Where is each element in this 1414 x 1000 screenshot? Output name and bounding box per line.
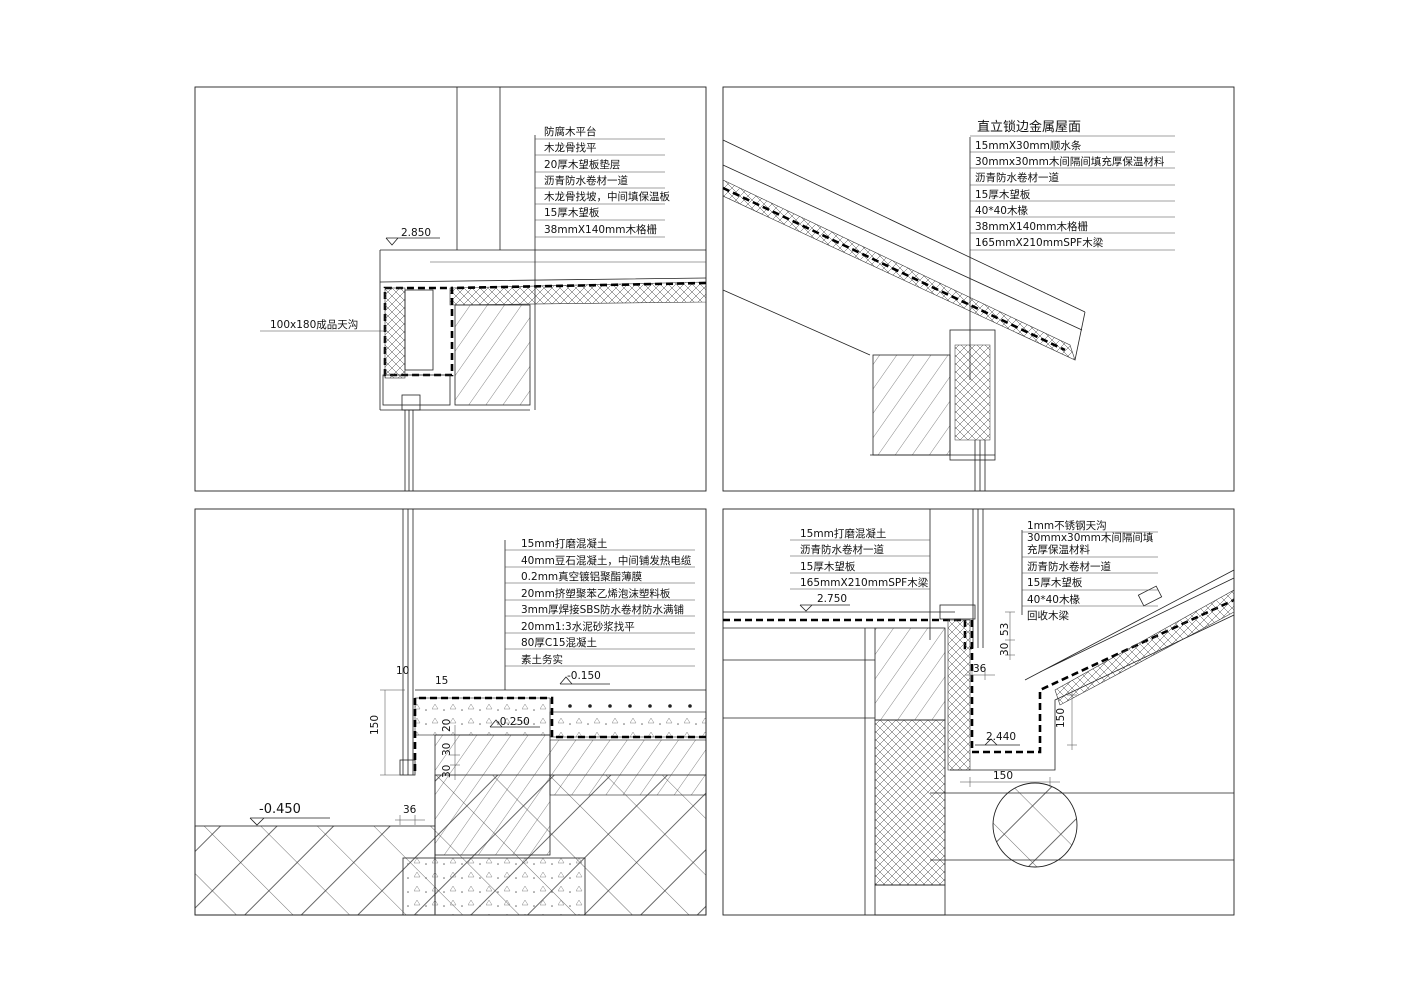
layer-label: 15厚木望板: [800, 560, 856, 573]
top-left-layer-list: 防腐木平台 木龙骨找平 20厚木望板垫层 沥青防水卷材一道 木龙骨找坡，中间填保…: [535, 125, 670, 238]
bottom-left-detail: 15mm打磨混凝土 40mm豆石混凝土，中间铺发热电缆 0.2mm真空镀铝聚酯薄…: [194, 509, 707, 916]
layer-label: 165mmX210mmSPF木梁: [975, 236, 1104, 249]
top-right-layer-list: 15mmX30mm顺水条 30mmx30mm木间隔间填充厚保温材料 沥青防水卷材…: [970, 135, 1175, 251]
layer-label: 回收木梁: [1027, 609, 1069, 622]
dim-label: 10: [396, 665, 409, 677]
dim-label: 36: [973, 663, 987, 675]
level-label: 2.750: [817, 593, 847, 605]
dim-label: 30: [441, 743, 453, 756]
layer-label: 沥青防水卷材一道: [1027, 560, 1111, 573]
layer-label: 40mm豆石混凝土，中间铺发热电缆: [521, 554, 692, 567]
layer-label: 15mm打磨混凝土: [521, 537, 607, 550]
level-label: 2.850: [401, 227, 431, 239]
panel-frame-top-right: [722, 86, 1235, 492]
layer-label: 防腐木平台: [544, 125, 597, 138]
layer-label: 38mmX140mm木格栅: [975, 220, 1089, 233]
layer-label: 15mm打磨混凝土: [800, 527, 886, 540]
dim-label: 150: [993, 770, 1013, 782]
level-label: -0.250: [496, 716, 530, 728]
layer-label: 木龙骨找坡，中间填保温板: [544, 190, 670, 203]
layer-label: 沥青防水卷材一道: [975, 171, 1059, 184]
dim-label: 20: [441, 719, 453, 732]
layer-label: 沥青防水卷材一道: [800, 543, 884, 556]
dim-label: 30: [441, 765, 453, 778]
level-label: -0.450: [259, 802, 301, 817]
dimension-lines: 150 10 15 20 30 30 36: [369, 665, 460, 825]
dimension-lines: 53 30 36 150 150: [960, 611, 1077, 787]
roof-title: 直立锁边金属屋面: [977, 119, 1081, 135]
layer-label: 165mmX210mmSPF木梁: [800, 576, 929, 589]
layer-label: 30mmx30mm木间隔间填充厚保温材料: [975, 155, 1165, 168]
layer-label: 38mmX140mm木格栅: [544, 223, 658, 236]
layer-label: 1mm不锈钢天沟: [1027, 519, 1107, 532]
level-label: 2.440: [986, 731, 1016, 743]
dim-label: 150: [369, 715, 381, 735]
level-marker-icon: [385, 237, 440, 246]
layer-label: 素土务实: [521, 653, 563, 666]
level-label: -0.150: [567, 670, 601, 682]
layer-label: 20mm1:3水泥砂浆找平: [521, 620, 635, 633]
layer-label: 充厚保温材料: [1027, 543, 1090, 556]
layer-label: 20厚木望板垫层: [544, 158, 620, 171]
gutter-label: 100x180成品天沟: [270, 318, 358, 331]
dim-label: 30: [999, 643, 1011, 656]
layer-label: 沥青防水卷材一道: [544, 174, 628, 187]
layer-label: 30mmx30mm木间隔间填: [1027, 531, 1154, 544]
top-right-detail: 直立锁边金属屋面 15mmX30mm顺水条 30mmx30mm木间隔间填充厚保温…: [722, 119, 1175, 491]
layer-label: 40*40木椽: [1027, 593, 1080, 606]
dim-label: 53: [999, 623, 1011, 636]
layer-label: 40*40木椽: [975, 204, 1028, 217]
layer-label: 15厚木望板: [975, 188, 1031, 201]
layer-label: 0.2mm真空镀铝聚酯薄膜: [521, 570, 643, 583]
bottom-left-layer-list: 15mm打磨混凝土 40mm豆石混凝土，中间铺发热电缆 0.2mm真空镀铝聚酯薄…: [505, 537, 695, 667]
layer-label: 15厚木望板: [544, 206, 600, 219]
layer-label: 20mm挤塑聚苯乙烯泡沫塑料板: [521, 587, 671, 600]
dim-label: 150: [1055, 708, 1067, 728]
bottom-right-detail: 15mm打磨混凝土 沥青防水卷材一道 15厚木望板 165mmX210mmSPF…: [723, 509, 1235, 916]
bottom-right-left-layer-list: 15mm打磨混凝土 沥青防水卷材一道 15厚木望板 165mmX210mmSPF…: [790, 527, 930, 590]
dim-label: 36: [403, 804, 417, 816]
top-left-detail: 防腐木平台 木龙骨找平 20厚木望板垫层 沥青防水卷材一道 木龙骨找坡，中间填保…: [260, 87, 707, 491]
layer-label: 15厚木望板: [1027, 576, 1083, 589]
dim-label: 15: [435, 675, 448, 687]
layer-label: 80厚C15混凝土: [521, 636, 597, 649]
layer-label: 15mmX30mm顺水条: [975, 139, 1082, 152]
layer-label: 木龙骨找平: [544, 141, 597, 154]
layer-label: 3mm厚焊接SBS防水卷材防水满铺: [521, 603, 684, 616]
panel-frame-bottom-right: [722, 508, 1235, 916]
bottom-right-right-layer-list: 1mm不锈钢天沟 30mmx30mm木间隔间填 充厚保温材料 沥青防水卷材一道 …: [1022, 519, 1158, 622]
